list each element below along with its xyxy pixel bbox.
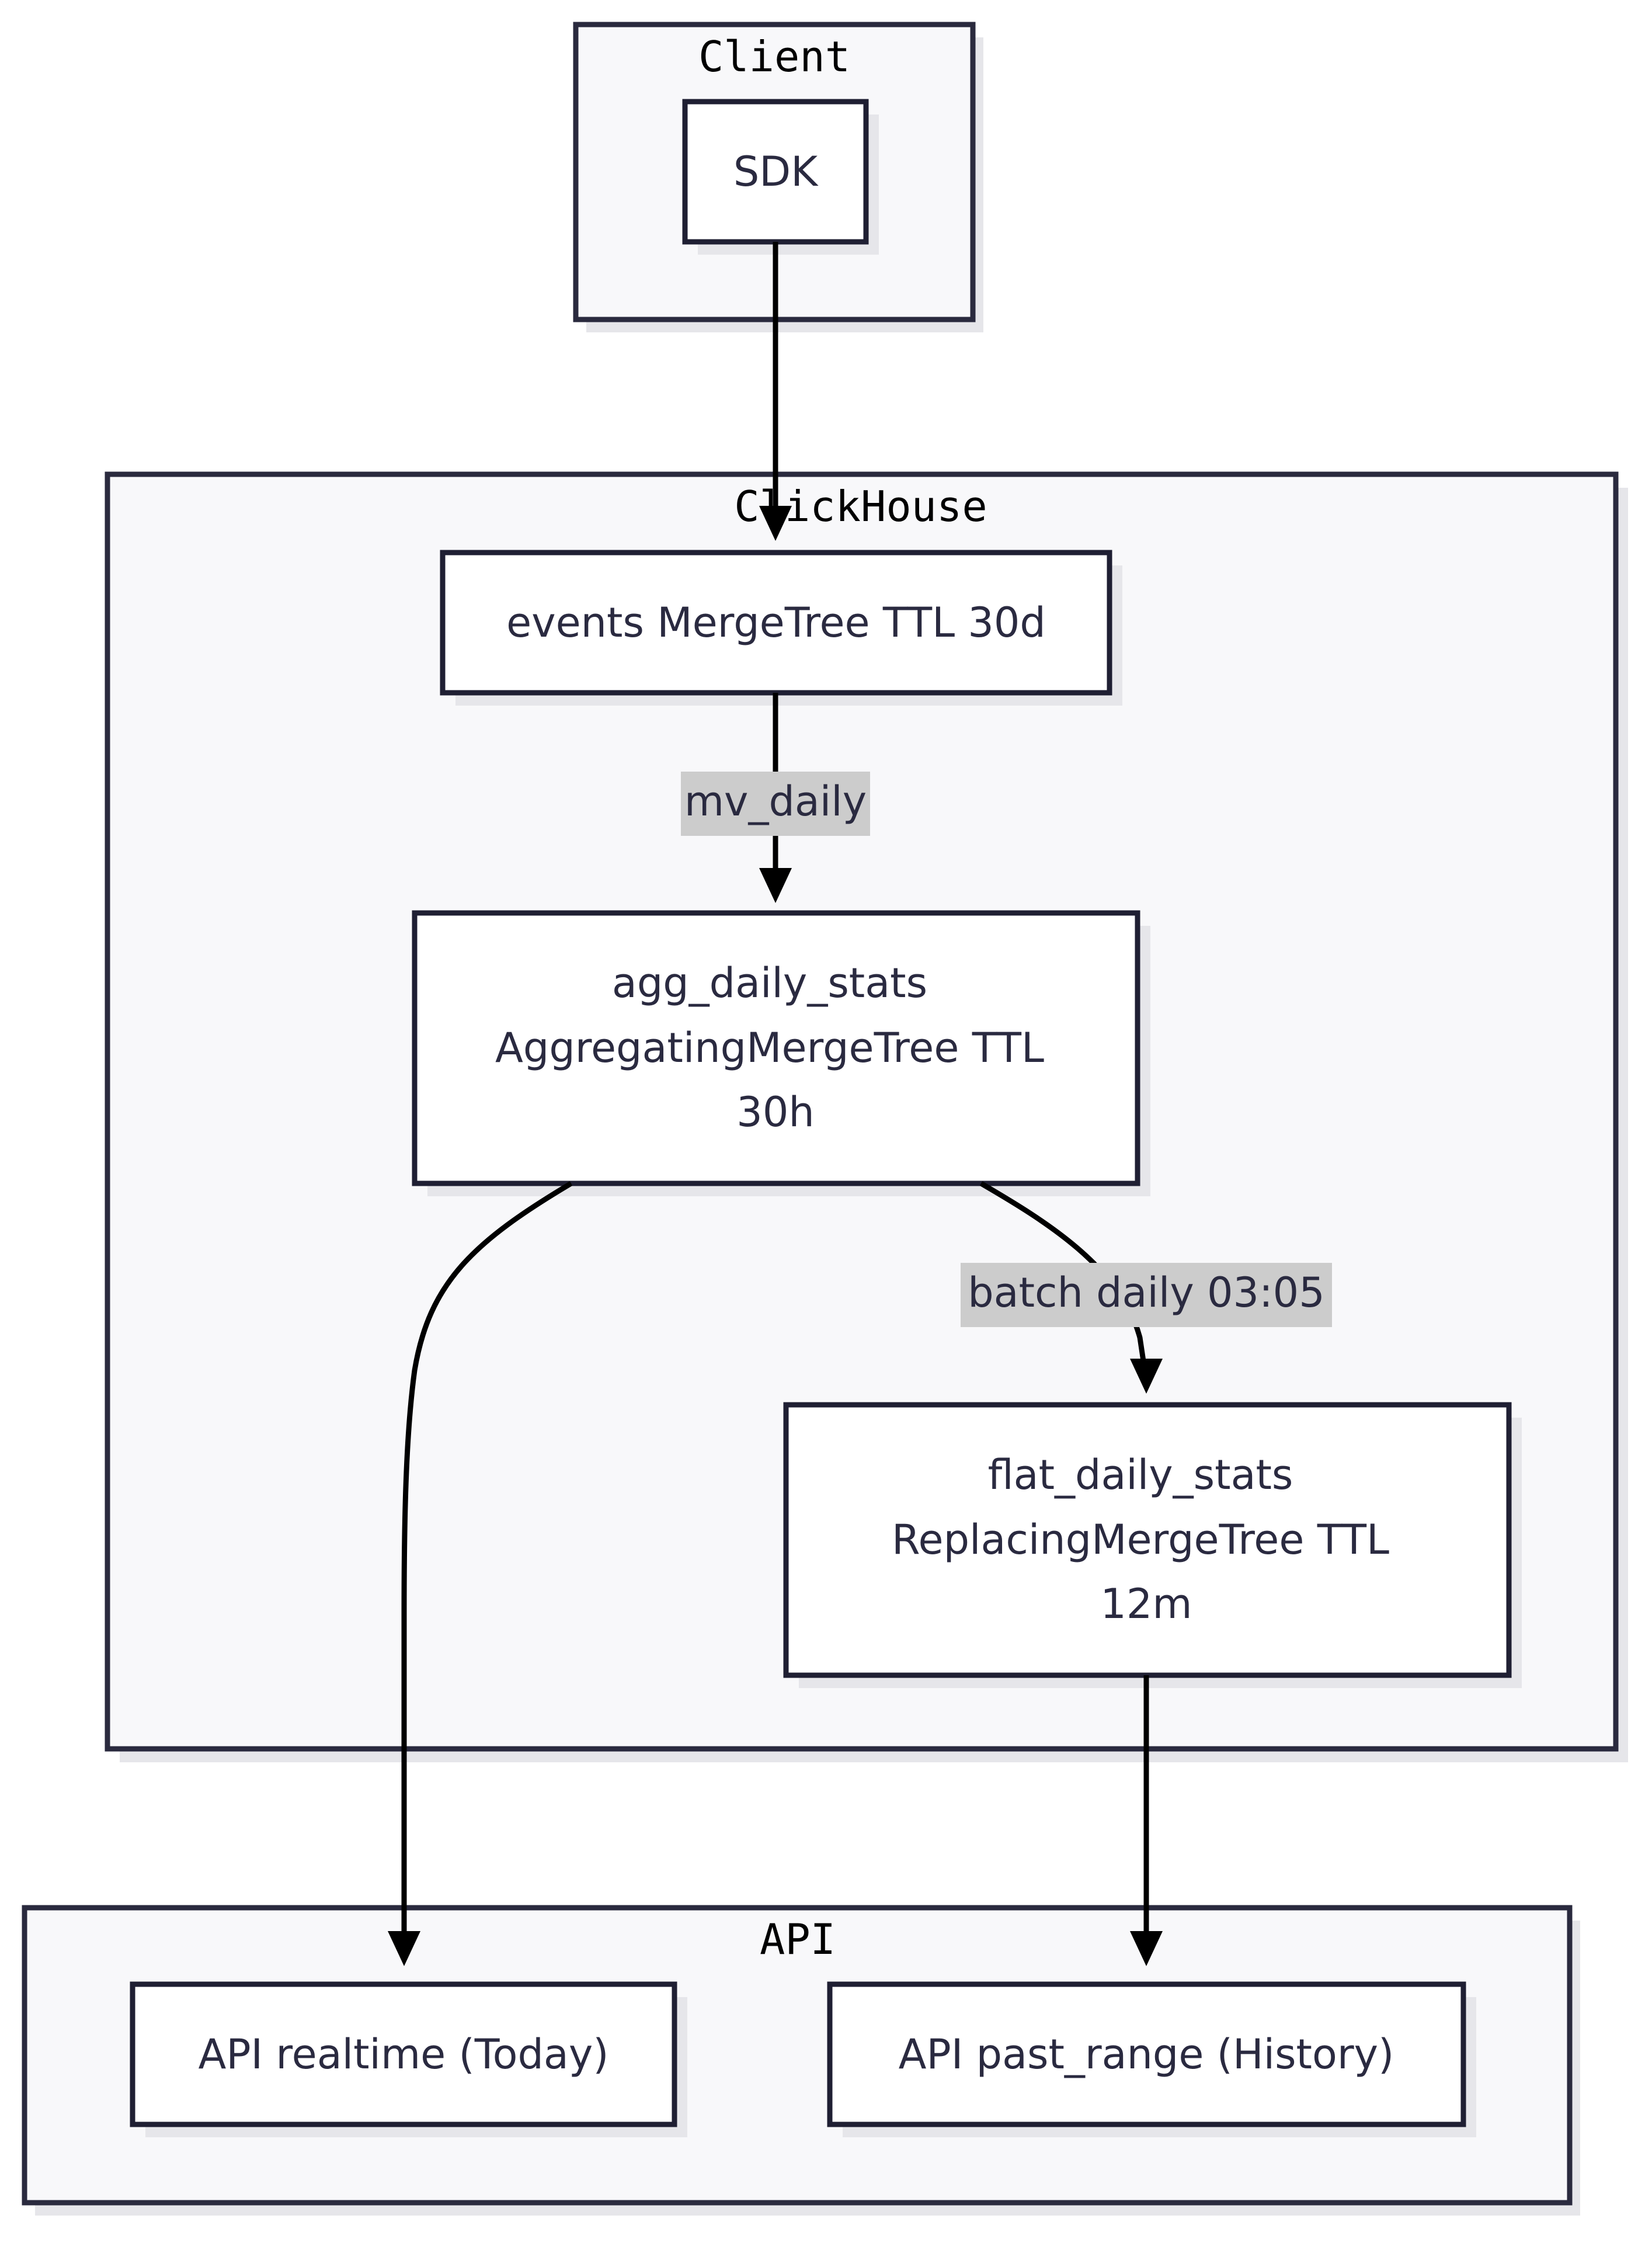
- edge-events-to-agg: mv_daily: [681, 693, 870, 903]
- node-flat-daily-stats[interactable]: flat_daily_stats ReplacingMergeTree TTL …: [783, 1402, 1522, 1688]
- node-api-realtime-label: API realtime (Today): [198, 2030, 608, 2078]
- cluster-client-title: Client: [698, 32, 850, 81]
- arrowhead-icon: [1130, 1931, 1163, 1966]
- node-events-label: events MergeTree TTL 30d: [506, 599, 1046, 647]
- node-flat-line-3: 12m: [1100, 1580, 1192, 1628]
- arrowhead-icon: [388, 1931, 420, 1966]
- node-agg-line-1: agg_daily_stats: [612, 959, 927, 1007]
- node-events[interactable]: events MergeTree TTL 30d: [440, 550, 1122, 706]
- edge-sdk-to-events: [759, 242, 792, 541]
- node-agg-line-2: AggregatingMergeTree TTL: [495, 1024, 1044, 1072]
- cluster-api-title: API: [760, 1915, 836, 1964]
- edge-flat-to-api-past-range: [1130, 1675, 1163, 1966]
- node-flat-line-2: ReplacingMergeTree TTL: [892, 1516, 1389, 1564]
- edge-agg-to-api-realtime: [388, 1181, 573, 1966]
- arrowhead-icon: [759, 506, 792, 541]
- node-api-past-range[interactable]: API past_range (History): [827, 1981, 1476, 2137]
- edge-label-mv-daily: mv_daily: [684, 777, 867, 825]
- node-flat-line-1: flat_daily_stats: [988, 1451, 1293, 1499]
- node-agg-line-3: 30h: [736, 1088, 814, 1136]
- node-sdk[interactable]: SDK: [682, 99, 879, 255]
- edge-agg-to-flat: batch daily 03:05: [961, 1181, 1332, 1394]
- arrowhead-icon: [1130, 1359, 1163, 1394]
- edge-label-batch-daily: batch daily 03:05: [968, 1269, 1325, 1317]
- node-api-realtime[interactable]: API realtime (Today): [130, 1981, 687, 2137]
- arrowhead-icon: [759, 868, 792, 903]
- node-agg-daily-stats[interactable]: agg_daily_stats AggregatingMergeTree TTL…: [412, 910, 1150, 1196]
- node-sdk-label: SDK: [733, 148, 819, 196]
- node-api-past-range-label: API past_range (History): [899, 2030, 1394, 2078]
